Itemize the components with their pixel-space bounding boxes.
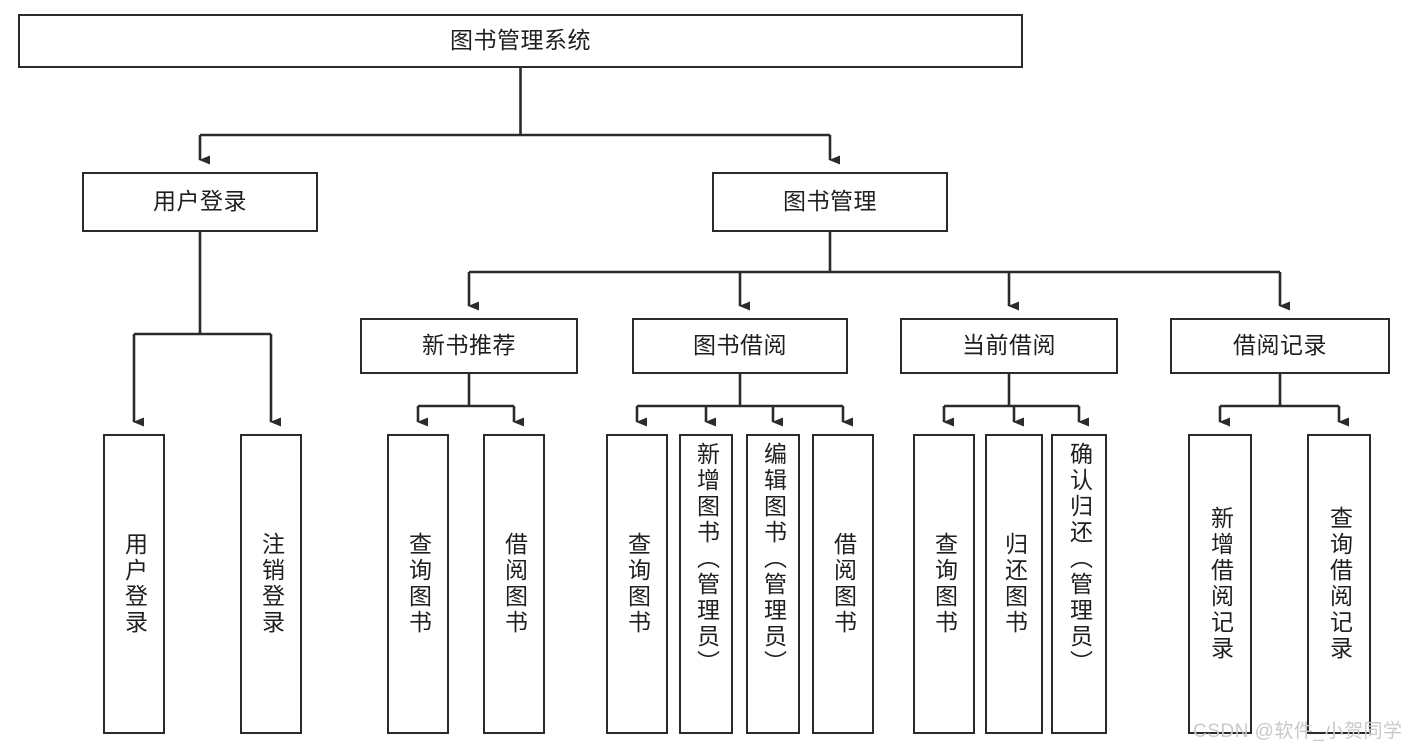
node-leaf-return-book-label: 归还图书 — [1001, 532, 1028, 636]
node-leaf-add-record[interactable]: 新增借阅记录 — [1188, 434, 1252, 734]
node-leaf-query-book-2[interactable]: 查询图书 — [606, 434, 668, 734]
node-user-login-label: 用户登录 — [153, 188, 247, 215]
node-book-borrow-label: 图书借阅 — [693, 332, 787, 359]
node-current-borrow-label: 当前借阅 — [962, 332, 1056, 359]
node-current-borrow[interactable]: 当前借阅 — [900, 318, 1118, 374]
node-leaf-query-record-label: 查询借阅记录 — [1326, 506, 1353, 662]
node-new-book-recommend[interactable]: 新书推荐 — [360, 318, 578, 374]
node-leaf-add-record-label: 新增借阅记录 — [1207, 506, 1234, 662]
node-leaf-borrow-book-1[interactable]: 借阅图书 — [483, 434, 545, 734]
node-leaf-query-book-2-label: 查询图书 — [624, 532, 651, 636]
node-leaf-confirm-return-label: 确认归还（管理员） — [1066, 442, 1093, 676]
node-new-book-recommend-label: 新书推荐 — [422, 332, 516, 359]
node-leaf-user-logout[interactable]: 注销登录 — [240, 434, 302, 734]
node-leaf-add-book[interactable]: 新增图书（管理员） — [679, 434, 733, 734]
node-book-manage[interactable]: 图书管理 — [712, 172, 948, 232]
node-borrow-record-label: 借阅记录 — [1233, 332, 1327, 359]
node-user-login[interactable]: 用户登录 — [82, 172, 318, 232]
csdn-watermark: CSDN @软件_小贺同学 — [1193, 721, 1403, 742]
node-root[interactable]: 图书管理系统 — [18, 14, 1023, 68]
node-leaf-query-record[interactable]: 查询借阅记录 — [1307, 434, 1371, 734]
node-root-label: 图书管理系统 — [450, 27, 591, 54]
node-leaf-borrow-book-2-label: 借阅图书 — [830, 532, 857, 636]
node-leaf-user-login-label: 用户登录 — [121, 532, 148, 636]
node-book-manage-label: 图书管理 — [783, 188, 877, 215]
node-leaf-user-login[interactable]: 用户登录 — [103, 434, 165, 734]
node-leaf-query-book-1-label: 查询图书 — [405, 532, 432, 636]
node-leaf-return-book[interactable]: 归还图书 — [985, 434, 1043, 734]
node-leaf-user-logout-label: 注销登录 — [258, 532, 285, 636]
node-leaf-borrow-book-1-label: 借阅图书 — [501, 532, 528, 636]
node-leaf-edit-book-label: 编辑图书（管理员） — [760, 442, 787, 676]
node-leaf-borrow-book-2[interactable]: 借阅图书 — [812, 434, 874, 734]
node-leaf-query-book-1[interactable]: 查询图书 — [387, 434, 449, 734]
node-leaf-query-book-3-label: 查询图书 — [931, 532, 958, 636]
node-leaf-query-book-3[interactable]: 查询图书 — [913, 434, 975, 734]
node-leaf-edit-book[interactable]: 编辑图书（管理员） — [746, 434, 800, 734]
node-leaf-confirm-return[interactable]: 确认归还（管理员） — [1051, 434, 1107, 734]
node-borrow-record[interactable]: 借阅记录 — [1170, 318, 1390, 374]
node-leaf-add-book-label: 新增图书（管理员） — [693, 442, 720, 676]
node-book-borrow[interactable]: 图书借阅 — [632, 318, 848, 374]
